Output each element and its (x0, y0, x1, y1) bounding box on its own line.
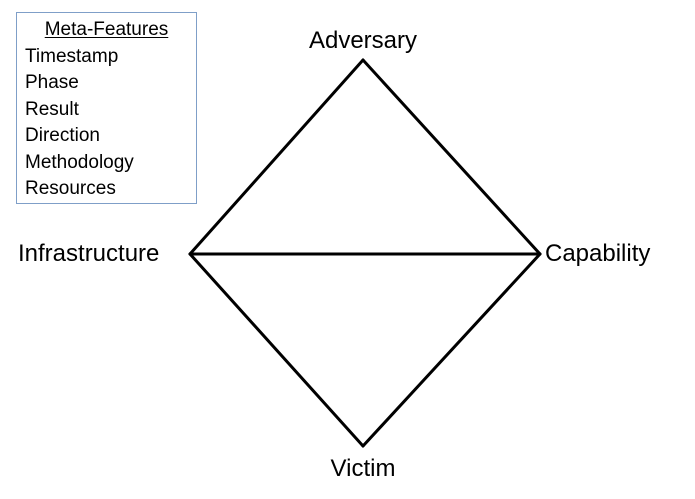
vertex-label-capability: Capability (545, 240, 651, 267)
edge-adversary-capability (361, 58, 542, 256)
meta-feature-item: Result (25, 98, 79, 120)
vertex-label-infrastructure: Infrastructure (18, 240, 160, 267)
meta-features-title: Meta-Features (44, 19, 169, 40)
meta-features-list: Timestamp Phase Result Direction Methodo… (25, 44, 134, 202)
edge-infrastructure-adversary (188, 58, 365, 256)
vertex-label-adversary: Adversary (308, 27, 418, 54)
meta-feature-item: Resources (25, 178, 116, 200)
meta-feature-item: Phase (25, 72, 79, 94)
vertex-label-victim: Victim (330, 455, 396, 482)
meta-feature-item: Methodology (25, 151, 134, 173)
meta-feature-item: Timestamp (25, 46, 119, 67)
meta-features-box: Meta-Features Timestamp Phase Result Dir… (16, 12, 197, 204)
edge-victim-infrastructure (188, 252, 365, 448)
meta-feature-item: Direction (25, 125, 100, 147)
edge-capability-victim (361, 252, 542, 448)
